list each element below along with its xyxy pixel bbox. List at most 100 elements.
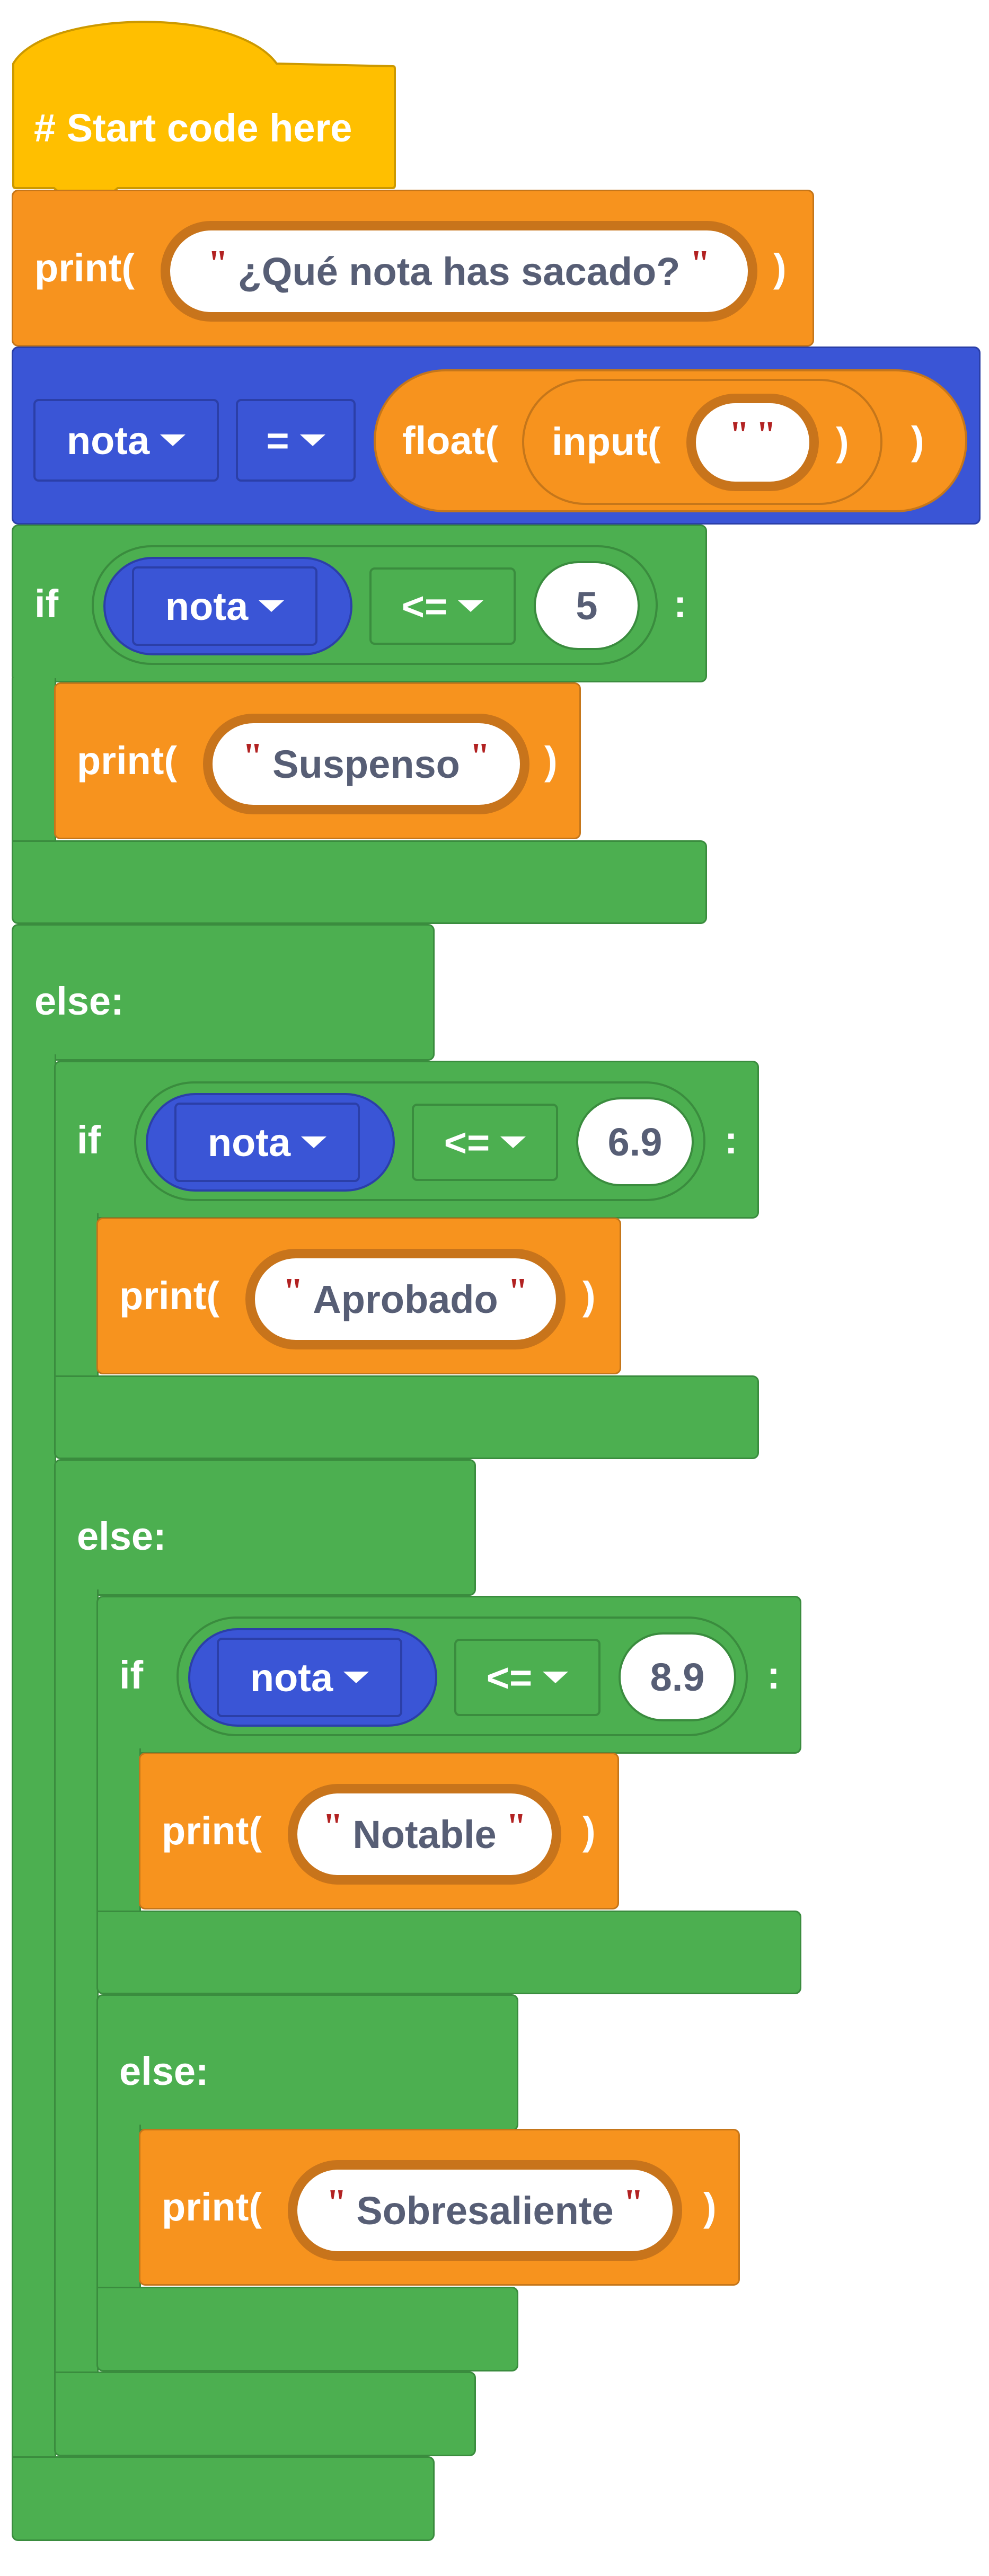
- open-quote: ": [207, 243, 228, 284]
- open-quote: ": [326, 2182, 347, 2223]
- dropdown-arrow-icon: [299, 434, 325, 446]
- open-quote: ": [282, 1271, 304, 1312]
- else-keyword: else:: [34, 979, 124, 1023]
- open-quote: ": [322, 1806, 343, 1847]
- if-body-arm-2: [54, 1213, 99, 1383]
- start-event-label: # Start code here: [34, 106, 352, 150]
- dropdown-arrow-icon: [458, 600, 484, 612]
- print-block-suspenso[interactable]: print( " Suspenso " ): [54, 682, 581, 839]
- string-literal-question[interactable]: " ¿Qué nota has sacado? ": [161, 221, 757, 322]
- print-func-label: print(: [162, 1809, 262, 1853]
- number-literal[interactable]: 5: [534, 561, 640, 650]
- assignment-block[interactable]: nota = float( input( " " ) ): [12, 347, 981, 525]
- else-keyword: else:: [77, 1514, 166, 1558]
- if-footer-3: [96, 1911, 801, 1994]
- if-colon: :: [767, 1653, 780, 1697]
- string-text: Sobresaliente: [356, 2188, 614, 2233]
- if-footer-1: [12, 840, 707, 924]
- condition-var-pill[interactable]: nota: [188, 1628, 437, 1727]
- input-close-paren: ): [836, 420, 849, 464]
- close-quote: ": [507, 1271, 528, 1312]
- else-header-3[interactable]: else:: [96, 1994, 518, 2131]
- if-keyword: if: [34, 582, 59, 626]
- print-close-paren: ): [703, 2185, 717, 2229]
- if-colon: :: [725, 1118, 738, 1162]
- if-body-arm-1: [12, 678, 56, 848]
- close-quote: ": [506, 1806, 527, 1847]
- string-literal-aprobado[interactable]: " Aprobado ": [245, 1249, 566, 1349]
- else-keyword: else:: [119, 2049, 209, 2093]
- condition-var-dropdown[interactable]: nota: [174, 1103, 360, 1182]
- input-string-empty[interactable]: " ": [686, 394, 819, 491]
- start-event-block[interactable]: # Start code here: [12, 0, 396, 196]
- assign-operator-dropdown[interactable]: =: [236, 399, 356, 482]
- else-header-1[interactable]: else:: [12, 924, 435, 1061]
- input-func-label: input(: [552, 420, 661, 464]
- close-quote: ": [469, 736, 490, 777]
- print-close-paren: ): [582, 1809, 596, 1853]
- comparison-operator-dropdown[interactable]: <=: [369, 567, 516, 645]
- if-footer-2: [54, 1375, 759, 1459]
- if-keyword: if: [119, 1653, 144, 1697]
- comparison-operator-dropdown[interactable]: <=: [412, 1104, 558, 1181]
- condition-slot-2[interactable]: nota <= 6.9: [134, 1081, 705, 1201]
- condition-slot-3[interactable]: nota <= 8.9: [176, 1616, 748, 1736]
- dropdown-arrow-icon: [259, 600, 285, 612]
- close-quote: ": [623, 2182, 644, 2223]
- print-func-label: print(: [34, 246, 135, 290]
- string-text: Aprobado: [313, 1277, 498, 1321]
- print-func-label: print(: [162, 2185, 262, 2229]
- open-quote: ": [242, 736, 263, 777]
- float-call[interactable]: float( input( " " ) ): [374, 369, 967, 512]
- print-close-paren: ): [544, 739, 558, 783]
- if-header-2[interactable]: if nota <= 6.9 :: [54, 1061, 759, 1219]
- if-block-1[interactable]: if nota <= 5 :: [12, 525, 707, 1455]
- hat-shape: [12, 21, 396, 196]
- number-literal[interactable]: 8.9: [619, 1632, 736, 1721]
- condition-var-pill[interactable]: nota: [103, 557, 352, 655]
- if-body-arm-3: [96, 1748, 141, 1918]
- condition-slot-1[interactable]: nota <= 5: [92, 545, 658, 665]
- else-body-arm-1: [12, 1054, 56, 2469]
- number-literal[interactable]: 6.9: [576, 1097, 694, 1186]
- else-body-arm-3: [96, 2125, 141, 2299]
- open-quote: ": [729, 414, 749, 455]
- comparison-operator-dropdown[interactable]: <=: [454, 1639, 601, 1716]
- else-footer-2: [54, 2371, 476, 2456]
- dropdown-arrow-icon: [343, 1672, 369, 1683]
- dropdown-arrow-icon: [301, 1136, 327, 1148]
- close-quote: ": [756, 414, 776, 455]
- if-colon: :: [674, 582, 687, 626]
- print-block-notable[interactable]: print( " Notable " ): [139, 1753, 619, 1909]
- close-quote: ": [690, 243, 711, 284]
- string-text: Suspenso: [272, 742, 460, 786]
- print-block-aprobado[interactable]: print( " Aprobado " ): [96, 1218, 621, 1374]
- string-literal-suspenso[interactable]: " Suspenso ": [203, 714, 529, 814]
- variable-dropdown-nota[interactable]: nota: [33, 399, 219, 482]
- else-footer-1: [12, 2456, 435, 2541]
- print-block-question[interactable]: print( " ¿Qué nota has sacado? " ): [12, 190, 814, 347]
- else-body-arm-2: [54, 1589, 99, 2384]
- string-text: ¿Qué nota has sacado?: [237, 249, 681, 294]
- condition-var-pill[interactable]: nota: [146, 1093, 395, 1192]
- else-header-2[interactable]: else:: [54, 1459, 476, 1596]
- float-func-label: float(: [402, 419, 498, 463]
- input-call[interactable]: input( " " ): [522, 379, 882, 505]
- if-keyword: if: [77, 1118, 101, 1162]
- string-literal-sobresaliente[interactable]: " Sobresaliente ": [288, 2160, 682, 2261]
- string-literal-notable[interactable]: " Notable ": [288, 1784, 561, 1885]
- else-footer-3: [96, 2287, 518, 2371]
- float-close-paren: ): [911, 419, 924, 463]
- condition-var-dropdown[interactable]: nota: [217, 1638, 402, 1717]
- string-text: Notable: [352, 1812, 497, 1857]
- print-close-paren: ): [773, 246, 787, 290]
- dropdown-arrow-icon: [500, 1136, 526, 1148]
- print-func-label: print(: [77, 739, 178, 783]
- print-func-label: print(: [119, 1274, 220, 1318]
- if-header-1[interactable]: if nota <= 5 :: [12, 525, 707, 682]
- print-close-paren: ): [582, 1274, 596, 1318]
- dropdown-arrow-icon: [160, 434, 186, 446]
- print-block-sobresaliente[interactable]: print( " Sobresaliente " ): [139, 2129, 740, 2286]
- if-header-3[interactable]: if nota <= 8.9 :: [96, 1596, 801, 1754]
- condition-var-dropdown[interactable]: nota: [132, 566, 317, 646]
